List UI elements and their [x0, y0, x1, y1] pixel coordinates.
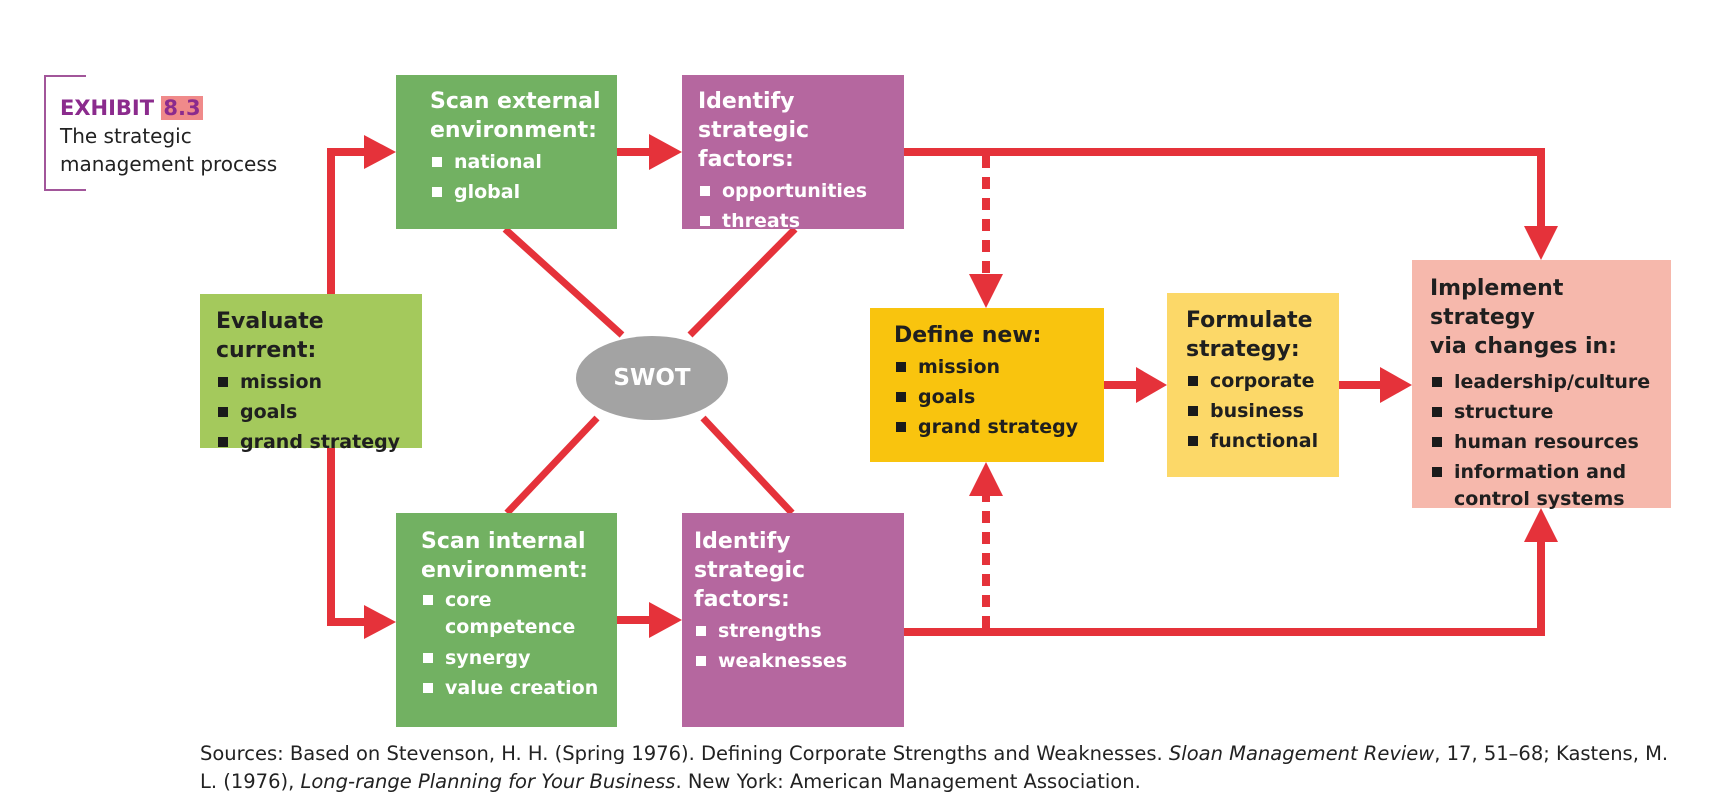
list-item: opportunities [698, 176, 894, 206]
list-item: functional [1186, 426, 1331, 456]
list-item: global [430, 177, 607, 207]
swot-label: SWOT [613, 365, 691, 391]
evaluate-current-title: Evaluate current: [216, 309, 324, 363]
scan-internal-title-line1: Scan internal [421, 529, 586, 554]
arrowhead-to-scan-internal [364, 605, 396, 639]
swot-line-identify-opportunities [687, 226, 798, 338]
exhibit-bracket [44, 75, 86, 191]
exhibit-caption: EXHIBIT 8.3 The strategic management pro… [60, 94, 277, 178]
scan-external-box: Scan external environment: national glob… [396, 75, 617, 229]
implement-strategy-list: leadership/culture structure human resou… [1430, 367, 1663, 513]
implement-strategy-box: Implement strategy via changes in: leade… [1412, 260, 1671, 510]
identify-strengths-title-line1: Identify strategic [694, 529, 806, 583]
swot-connectors [502, 226, 798, 516]
identify-opportunities-list: opportunities threats [698, 176, 894, 236]
scan-internal-list: core competence synergy value creation [421, 587, 607, 703]
formulate-strategy-title-line2: strategy: [1186, 337, 1300, 362]
sources-journal: Sloan Management Review [1168, 742, 1435, 765]
arrowhead-to-define-top [969, 274, 1003, 308]
list-item: national [430, 147, 607, 177]
scan-internal-title-line2: environment: [421, 558, 588, 583]
arrowhead-to-implement-middle [1380, 367, 1412, 403]
arrowhead-to-formulate [1136, 367, 1167, 403]
formulate-strategy-title-line1: Formulate [1186, 308, 1313, 333]
exhibit-number: 8.3 [161, 96, 203, 120]
sources-text-2: , 17, 51–68; Kastens, M. L. (1976), [200, 742, 1669, 793]
swot-line-identify-strengths [700, 415, 795, 516]
list-item: goals [894, 382, 1094, 412]
exhibit-label: EXHIBIT [60, 96, 155, 120]
arrowhead-to-define-bottom [969, 462, 1003, 496]
connectors [327, 148, 1545, 636]
identify-opportunities-title-line2: factors: [698, 147, 794, 172]
list-item: business [1186, 396, 1331, 426]
identify-opportunities-box: Identify strategic factors: opportunitie… [682, 75, 904, 232]
list-item: mission [216, 367, 412, 397]
sources-text-3: . New York: American Management Associat… [675, 770, 1141, 793]
list-item: human resources [1430, 427, 1663, 457]
connector-eval-to-scan-external [327, 148, 366, 294]
arrowhead-to-scan-external [364, 135, 396, 169]
define-new-list: mission goals grand strategy [894, 352, 1094, 442]
identify-opportunities-title-line1: Identify strategic [698, 89, 810, 143]
arrowheads [364, 134, 1558, 639]
sources-book: Long-range Planning for Your Business [300, 770, 676, 793]
arrowhead-to-identify-opportunities [649, 134, 682, 170]
list-item: grand strategy [894, 412, 1094, 442]
define-new-box: Define new: mission goals grand strategy [870, 308, 1104, 462]
list-item: leadership/culture [1430, 367, 1663, 397]
identify-strengths-list: strengths weaknesses [694, 616, 894, 676]
scan-external-title-line1: Scan external [430, 89, 601, 114]
scan-external-title-line2: environment: [430, 118, 597, 143]
list-item: grand strategy [216, 427, 412, 457]
list-item: mission [894, 352, 1094, 382]
list-item: core competence [421, 587, 575, 641]
formulate-strategy-list: corporate business functional [1186, 366, 1331, 456]
scan-external-list: national global [430, 147, 607, 207]
arrowhead-to-implement-top [1524, 226, 1558, 260]
implement-strategy-title-line1: Implement strategy [1430, 276, 1564, 330]
swot-ellipse [576, 336, 728, 420]
define-new-title: Define new: [894, 323, 1042, 348]
evaluate-current-list: mission goals grand strategy [216, 367, 412, 457]
exhibit-title-line1: The strategic [60, 124, 192, 148]
list-item: strengths [694, 616, 894, 646]
evaluate-current-box: Evaluate current: mission goals grand st… [200, 294, 422, 453]
sources-note: Sources: Based on Stevenson, H. H. (Spri… [200, 740, 1690, 796]
connector-strengths-to-implement [904, 540, 1545, 636]
connector-opportunities-to-implement [904, 148, 1545, 228]
list-item: information and control systems [1430, 459, 1644, 513]
implement-strategy-title-line2: via changes in: [1430, 334, 1618, 359]
swot-line-scan-internal [504, 415, 600, 516]
arrowhead-to-identify-strengths [649, 602, 682, 638]
exhibit-title-line2: management process [60, 152, 278, 176]
scan-internal-box: Scan internal environment: core competen… [396, 513, 617, 727]
swot-line-scan-external [502, 226, 625, 338]
arrowhead-to-implement-bottom [1524, 508, 1558, 542]
list-item: value creation [421, 673, 607, 703]
list-item: structure [1430, 397, 1663, 427]
list-item: goals [216, 397, 412, 427]
list-item: threats [698, 206, 894, 236]
identify-strengths-title-line2: factors: [694, 587, 790, 612]
list-item: synergy [421, 643, 607, 673]
formulate-strategy-box: Formulate strategy: corporate business f… [1167, 293, 1339, 477]
identify-strengths-box: Identify strategic factors: strengths we… [682, 513, 904, 727]
list-item: corporate [1186, 366, 1331, 396]
connector-eval-to-scan-internal [327, 448, 366, 626]
sources-text-1: Sources: Based on Stevenson, H. H. (Spri… [200, 742, 1169, 765]
list-item: weaknesses [694, 646, 894, 676]
